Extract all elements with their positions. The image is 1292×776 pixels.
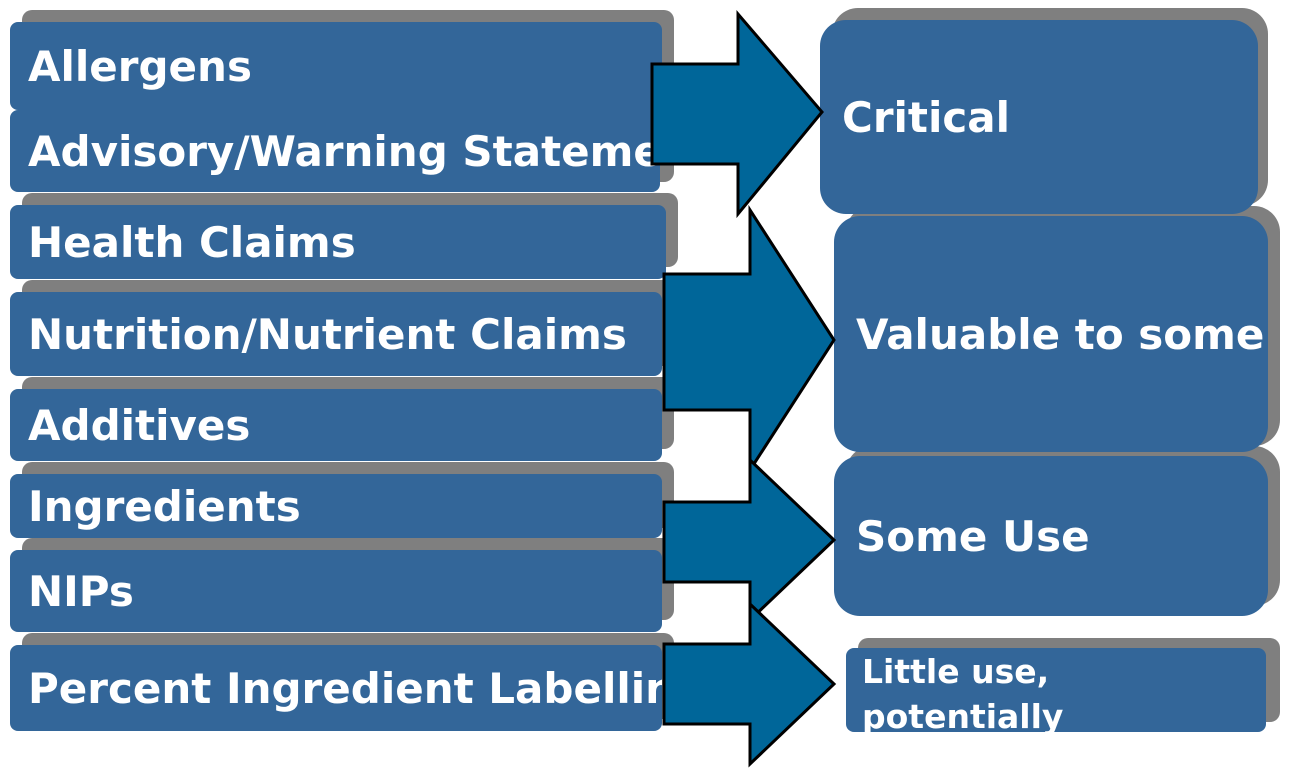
arrow-to-valuable (662, 204, 836, 476)
category-some-use: Some Use (834, 456, 1268, 616)
category-label: Critical (842, 92, 1011, 142)
item-label: Additives (28, 400, 251, 450)
item-percent-ingredient-labelling: Percent Ingredient Labelling (10, 645, 662, 731)
category-valuable-to-some: Valuable to some (834, 216, 1268, 452)
item-health-claims: Health Claims (10, 205, 666, 279)
item-label: Allergens (28, 41, 252, 91)
item-additives: Additives (10, 389, 662, 461)
item-nutrition-nutrient-claims: Nutrition/Nutrient Claims (10, 292, 662, 376)
arrow-to-some-use (662, 456, 837, 624)
category-label: Some Use (856, 511, 1090, 561)
item-label: Percent Ingredient Labelling (28, 663, 662, 713)
category-label: Little use, potentially misleading (862, 650, 1266, 732)
category-little-use: Little use, potentially misleading (846, 648, 1266, 732)
item-nips: NIPs (10, 550, 662, 632)
category-critical: Critical (820, 20, 1258, 214)
category-label-line1: Little use, (862, 652, 1050, 691)
item-label: Advisory/Warning Statements (28, 126, 660, 176)
category-label: Valuable to some (856, 309, 1265, 359)
item-label: NIPs (28, 566, 134, 616)
item-label: Nutrition/Nutrient Claims (28, 309, 627, 359)
item-ingredients: Ingredients (10, 474, 662, 538)
item-allergens: Allergens (10, 22, 662, 110)
item-label: Ingredients (28, 481, 301, 531)
item-label: Health Claims (28, 217, 356, 267)
item-advisory-warning-statements: Advisory/Warning Statements (10, 110, 660, 192)
arrow-to-little-use (662, 600, 837, 768)
category-label-line2: potentially misleading (862, 696, 1064, 732)
arrow-to-critical (650, 9, 824, 219)
